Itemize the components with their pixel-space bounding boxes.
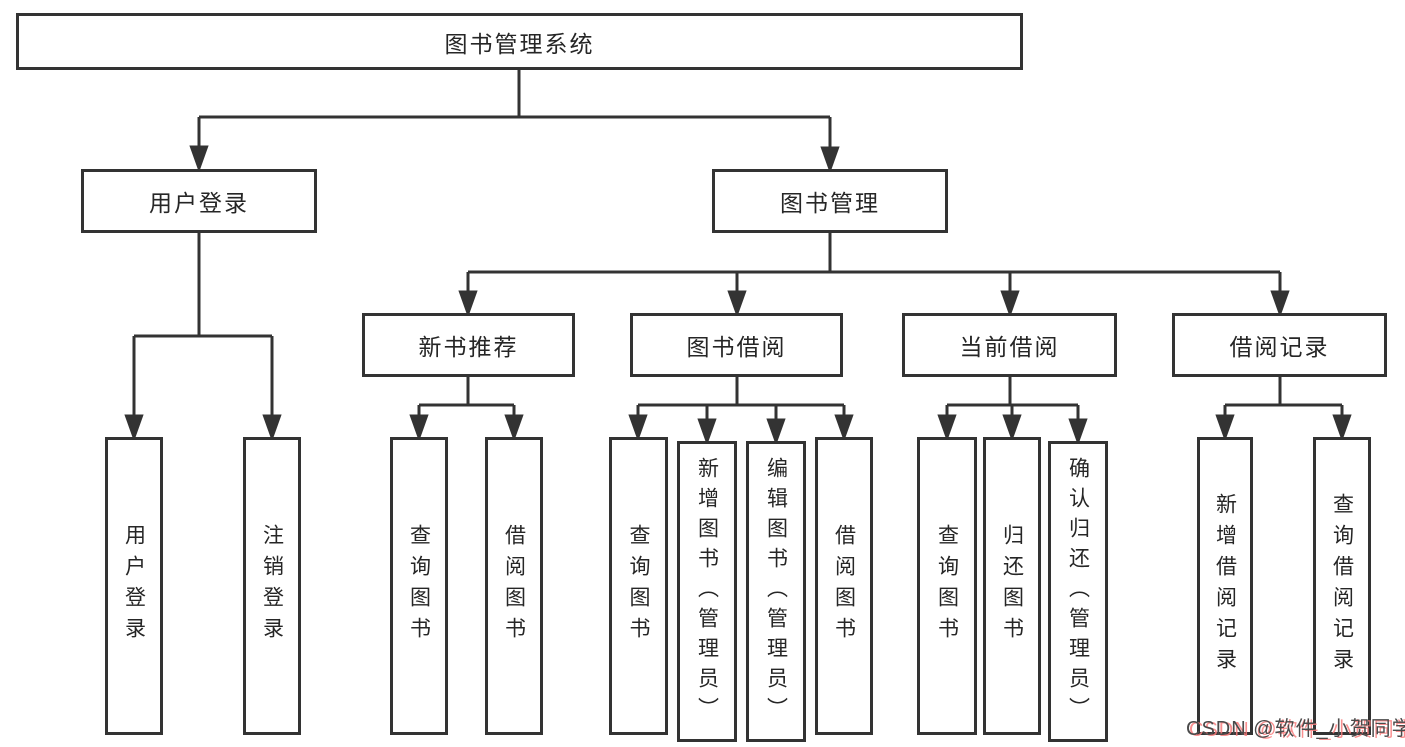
- arrowhead-icon: [697, 418, 717, 446]
- connector-new-book-group: [409, 377, 524, 442]
- arrowhead-icon: [504, 414, 524, 442]
- arrowhead-icon: [189, 145, 209, 173]
- arrowhead-icon: [1068, 418, 1088, 446]
- arrowhead-icon: [1002, 414, 1022, 442]
- node-label: 图书管理: [780, 190, 880, 216]
- leaf-query-books-current: 查询图书: [917, 437, 977, 735]
- node-book-borrowing: 图书借阅: [630, 313, 843, 377]
- node-book-management: 图书管理: [712, 169, 948, 233]
- connector-user-login-to-leaves: [124, 233, 282, 442]
- node-label: 借阅记录: [1229, 334, 1330, 360]
- node-label: 归还图书: [1000, 524, 1024, 648]
- arrowhead-icon: [409, 414, 429, 442]
- node-borrowing-records: 借阅记录: [1172, 313, 1387, 377]
- node-label: 查询图书: [407, 524, 431, 648]
- connector-book-borrowing-group: [628, 377, 854, 446]
- node-label: 借阅图书: [832, 524, 856, 648]
- node-label: 编辑图书（管理员）: [764, 456, 788, 727]
- leaf-add-books-admin: 新增图书（管理员）: [677, 441, 737, 742]
- node-label: 当前借阅: [959, 334, 1060, 360]
- arrowhead-icon: [727, 290, 747, 318]
- connector-root-to-level2: [189, 70, 840, 174]
- arrowhead-icon: [458, 290, 478, 318]
- node-current-borrowing: 当前借阅: [902, 313, 1117, 377]
- node-label: 新增借阅记录: [1213, 493, 1237, 679]
- leaf-add-borrow-record: 新增借阅记录: [1197, 437, 1253, 735]
- connector-borrowing-records-group: [1215, 377, 1352, 442]
- node-user-login: 用户登录: [81, 169, 317, 233]
- node-label: 用户登录: [122, 524, 146, 648]
- node-label: 图书借阅: [686, 334, 787, 360]
- arrowhead-icon: [262, 414, 282, 442]
- arrowhead-icon: [124, 414, 144, 442]
- leaf-borrow-books: 借阅图书: [815, 437, 873, 735]
- arrowhead-icon: [834, 414, 854, 442]
- leaf-logout-login: 注销登录: [243, 437, 301, 735]
- leaf-return-books: 归还图书: [983, 437, 1041, 735]
- arrowhead-icon: [1000, 290, 1020, 318]
- leaf-query-borrow-record: 查询借阅记录: [1313, 437, 1371, 735]
- node-label: 借阅图书: [502, 524, 526, 648]
- node-label: 确认归还（管理员）: [1066, 456, 1090, 727]
- leaf-edit-books-admin: 编辑图书（管理员）: [746, 441, 806, 742]
- arrowhead-icon: [937, 414, 957, 442]
- arrowhead-icon: [820, 146, 840, 174]
- leaf-borrow-books-recommend: 借阅图书: [485, 437, 543, 735]
- leaf-query-books-borrowing: 查询图书: [609, 437, 668, 735]
- node-label: 用户登录: [149, 190, 249, 216]
- node-label: 查询图书: [935, 524, 959, 648]
- node-label: 新书推荐: [418, 334, 519, 360]
- node-new-book-recommendation: 新书推荐: [362, 313, 575, 377]
- leaf-user-login: 用户登录: [105, 437, 163, 735]
- arrowhead-icon: [766, 418, 786, 446]
- arrowhead-icon: [1215, 414, 1235, 442]
- node-library-management-system: 图书管理系统: [16, 13, 1023, 70]
- node-label: 查询图书: [627, 524, 650, 648]
- arrowhead-icon: [1332, 414, 1352, 442]
- csdn-watermark: CSDN @软件_小贺同学: [1186, 718, 1405, 740]
- leaf-query-books-recommend: 查询图书: [390, 437, 448, 735]
- node-label: 注销登录: [260, 524, 284, 648]
- connector-book-management-to-groups: [458, 233, 1290, 318]
- connector-current-borrowing-group: [937, 377, 1088, 446]
- node-label: 新增图书（管理员）: [695, 456, 719, 727]
- node-label: 图书管理系统: [444, 30, 595, 57]
- arrowhead-icon: [628, 414, 648, 442]
- node-label: 查询借阅记录: [1330, 493, 1354, 679]
- leaf-confirm-return-admin: 确认归还（管理员）: [1048, 441, 1108, 742]
- arrowhead-icon: [1270, 290, 1290, 318]
